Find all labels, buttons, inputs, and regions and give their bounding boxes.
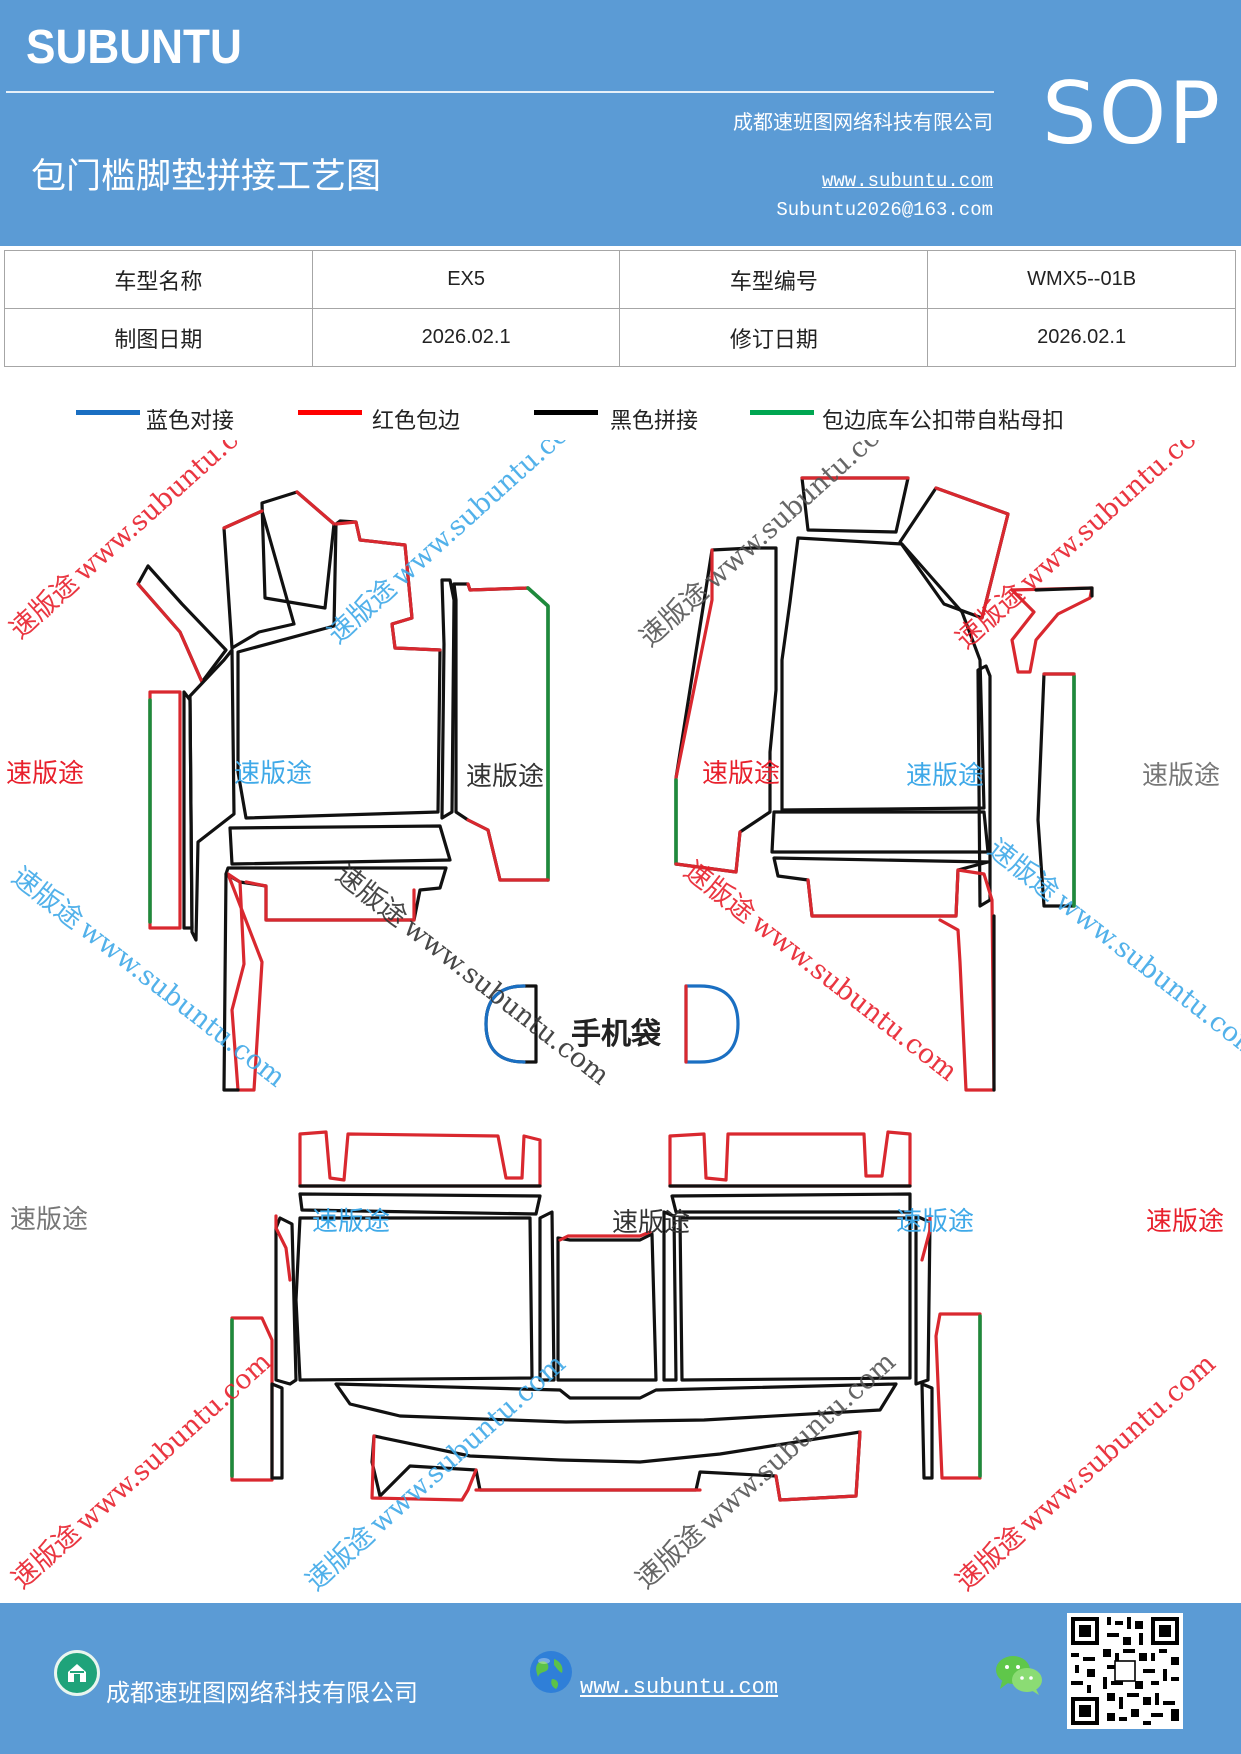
model-code-value: WMX5--01B	[927, 250, 1236, 309]
watermark-label: 速版途	[312, 1207, 390, 1237]
watermark-cn: 速版途	[300, 1520, 381, 1597]
globe-icon	[530, 1651, 572, 1693]
watermark-label: 速版途	[10, 1205, 88, 1235]
watermark-url: www.subuntu.com	[1014, 1348, 1222, 1540]
watermark-cn: 速版途	[982, 833, 1065, 907]
watermark-cn: 速版途	[6, 1518, 87, 1595]
watermark-label: 速版途	[612, 1208, 690, 1238]
qr-code	[1067, 1613, 1183, 1729]
watermark-url: www.subuntu.com	[386, 440, 594, 593]
watermark-url: www.subuntu.com	[745, 908, 963, 1087]
revise-date-label: 修订日期	[619, 308, 929, 367]
watermark-label: 速版途	[6, 759, 84, 789]
header: SUBUNTU 成都速班图网络科技有限公司 包门槛脚垫拼接工艺图 www.sub…	[0, 0, 1241, 246]
watermark-url: www.subuntu.com	[364, 1348, 572, 1540]
website-link[interactable]: www.subuntu.com	[821, 170, 993, 192]
model-code-label: 车型编号	[619, 250, 929, 309]
footer-website-link[interactable]: www.subuntu.com	[580, 1675, 779, 1700]
footer: 成都速班图网络科技有限公司 www.subuntu.com	[0, 1603, 1241, 1754]
company-name: 成都速班图网络科技有限公司	[733, 110, 993, 134]
page-title: 包门槛脚垫拼接工艺图	[31, 157, 382, 197]
watermark-label: 速版途	[234, 759, 312, 789]
front-right-mat	[674, 476, 1094, 1092]
watermark-cn: 速版途	[950, 1520, 1031, 1597]
legend-label: 红色包边	[372, 409, 461, 434]
email-text: Subuntu2026@163.com	[776, 199, 993, 221]
watermark-url: www.subuntu.com	[70, 1346, 278, 1538]
model-name-label: 车型名称	[4, 250, 313, 309]
watermark-url: www.subuntu.com	[698, 440, 906, 596]
watermark-cn: 速版途	[6, 861, 89, 935]
rear-mats	[230, 1130, 982, 1502]
table-row: 制图日期 2026.02.1 修订日期 2026.02.1	[4, 308, 1236, 367]
draw-date-label: 制图日期	[4, 308, 313, 367]
watermark-label: 速版途	[906, 761, 984, 791]
watermark-label: 速版途	[1142, 761, 1220, 791]
legend-swatch-blue	[76, 410, 140, 415]
phone-pocket	[484, 984, 740, 1064]
watermark-url: www.subuntu.com	[1014, 440, 1222, 598]
sop-badge: SOP	[1042, 64, 1223, 164]
watermark-label: 速版途	[702, 759, 780, 789]
legend-swatch-red	[298, 410, 362, 415]
watermark-url: www.subuntu.com	[397, 912, 615, 1091]
footer-company: 成都速班图网络科技有限公司	[106, 1679, 418, 1707]
legend-label: 包边底车公扣带自粘母扣	[822, 409, 1065, 434]
watermark-url: www.subuntu.com	[1049, 886, 1241, 1065]
watermark-cn: 速版途	[330, 859, 413, 933]
watermark-cn: 速版途	[678, 855, 761, 929]
legend-label: 蓝色对接	[146, 409, 235, 434]
watermark-url: www.subuntu.com	[68, 440, 276, 588]
front-left-mat	[136, 490, 550, 1092]
floor-mat-diagram: 手机袋 速版途 速版途 速版途 速版途 速版途 速版途 速版途 速版途 速版途 …	[4, 440, 1241, 1597]
header-divider	[6, 91, 994, 93]
legend-swatch-green	[750, 410, 814, 415]
watermark-url: www.subuntu.com	[694, 1346, 902, 1538]
watermark-label: 速版途	[466, 762, 544, 792]
wechat-icon[interactable]	[994, 1653, 1044, 1697]
table-row: 车型名称 EX5 车型编号 WMX5--01B	[4, 250, 1236, 309]
legend-label: 黑色拼接	[610, 409, 699, 434]
draw-date-value: 2026.02.1	[311, 308, 621, 367]
revise-date-value: 2026.02.1	[927, 308, 1236, 367]
watermark-cn: 速版途	[630, 1518, 711, 1595]
legend-swatch-black	[534, 410, 598, 415]
brand-logo: SUBUNTU	[26, 21, 242, 74]
watermark-label: 速版途	[1146, 1207, 1224, 1237]
home-icon	[54, 1650, 100, 1696]
info-table: 车型名称 EX5 车型编号 WMX5--01B 制图日期 2026.02.1 修…	[4, 250, 1236, 367]
watermark-label: 速版途	[896, 1207, 974, 1237]
phone-pocket-label: 手机袋	[571, 1017, 661, 1052]
watermark-cn: 速版途	[4, 568, 85, 645]
model-name-value: EX5	[311, 250, 621, 309]
watermarks: 速版途 速版途 速版途 速版途 速版途 速版途 速版途 速版途 速版途 速版途 …	[6, 759, 1224, 1238]
